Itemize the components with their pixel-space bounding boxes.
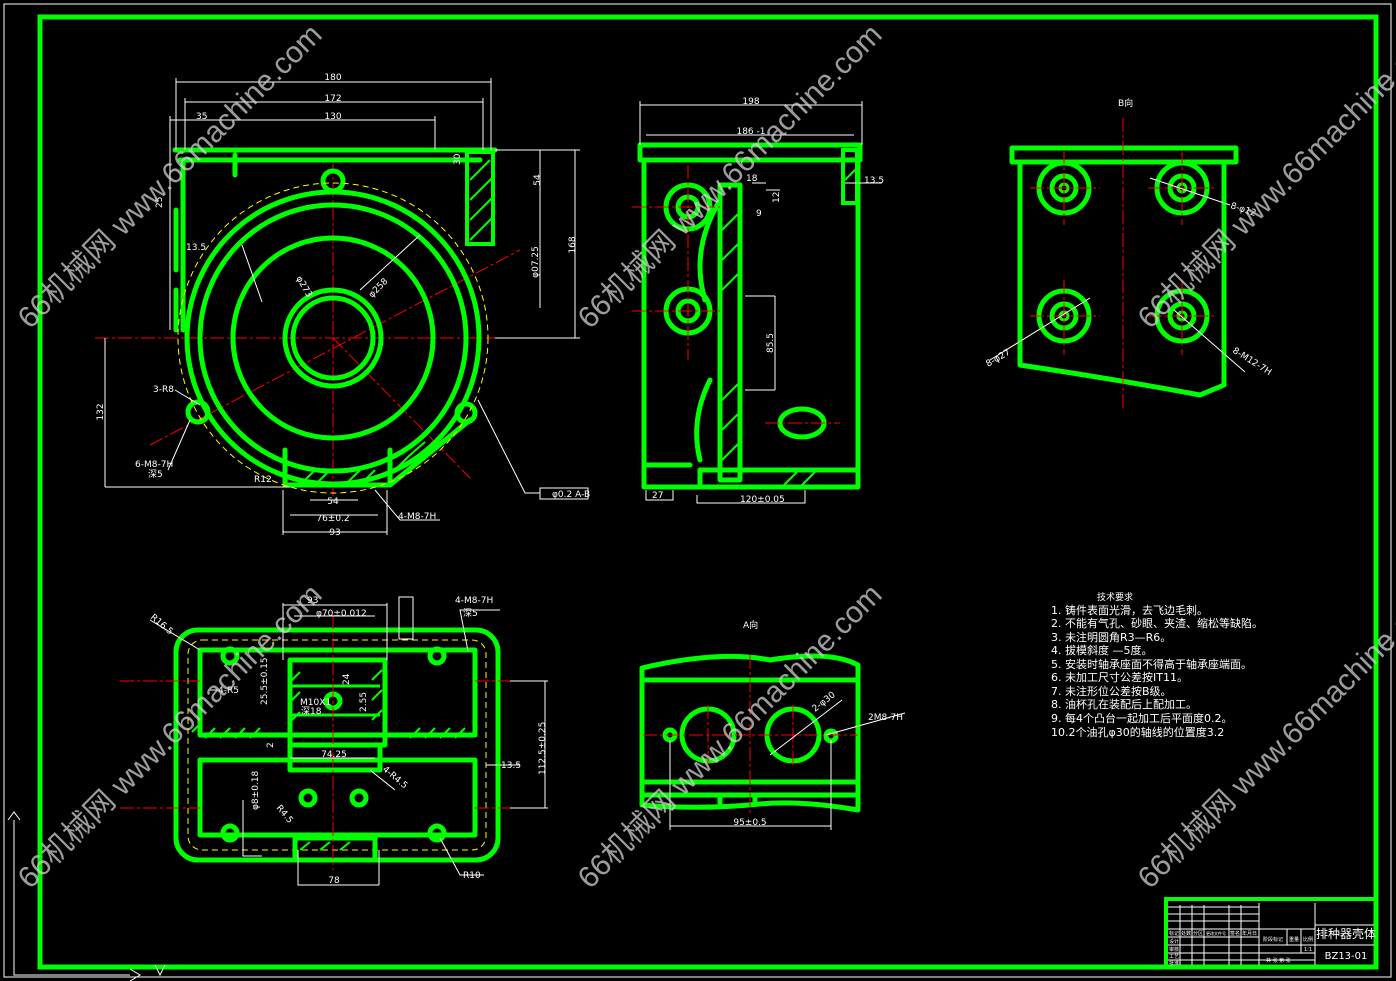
dim-30: 30 xyxy=(453,153,463,165)
dim-93-bottom: 93 xyxy=(307,596,318,606)
outer-frame xyxy=(3,3,1392,978)
tb-drawing-number: BZ13-01 xyxy=(1325,951,1368,962)
dim-2-55: 2.55 xyxy=(359,692,369,712)
tb-header-count: 处数 xyxy=(1181,930,1191,937)
dim-r16-5: R16.5 xyxy=(148,613,175,638)
tolerance-coaxiality: φ0.2 A-B xyxy=(552,490,590,500)
dim-120: 120±0.05 xyxy=(740,495,785,505)
tech-req-item: 1. 铸件表面光滑，去飞边毛刺。 xyxy=(1051,603,1208,617)
dim-6-m8-7h: 6-M8-7H xyxy=(135,460,173,470)
tb-scale-value: 1:1 xyxy=(1304,947,1312,953)
tb-stage: 阶段标记 xyxy=(1263,936,1283,943)
dim-2m8-7h: 2M8-7H xyxy=(868,713,903,723)
dim-78: 78 xyxy=(328,876,340,886)
dim-phi273: φ273 xyxy=(293,275,313,300)
tech-req-title: 技术要求 xyxy=(1097,591,1133,603)
tb-role-design: 设计 xyxy=(1169,938,1179,945)
dim-8-phi27: 8-φ27 xyxy=(985,348,1013,370)
dim-132: 132 xyxy=(96,403,106,420)
dim-4-r5: 4-R5 xyxy=(218,686,239,696)
dim-4-m8-7h: 4-M8-7H xyxy=(398,512,436,522)
dim-9: 9 xyxy=(756,209,762,219)
tb-scale: 比例 xyxy=(1303,936,1313,943)
tb-header-sign: 签名 xyxy=(1230,930,1240,937)
side-view: 198 186 -1 18 12 9 13.5 85.5 27 120±0.05 xyxy=(632,97,884,505)
tb-header-mark: 标记 xyxy=(1169,930,1179,937)
drawing-border xyxy=(37,14,1379,970)
tb-header-zone: 分区 xyxy=(1193,930,1203,937)
dim-74-25: 74.25 xyxy=(321,750,347,760)
dim-13-5: 13.5 xyxy=(186,243,206,253)
dim-r10: R10 xyxy=(463,871,481,881)
dim-r12: R12 xyxy=(254,475,272,485)
dim-54: 54 xyxy=(533,174,543,186)
watermark: 66机械网 www.66machine.com xyxy=(572,18,889,335)
dim-54-bottom: 54 xyxy=(327,497,339,507)
dim-168: 168 xyxy=(568,236,578,253)
tech-req-item: 7. 未注形位公差按B级。 xyxy=(1051,684,1172,698)
title-block: 标记 处数 分区 更改文件号 签名 年月日 设计 审核 工艺 批准 阶段标记 重… xyxy=(1164,897,1378,969)
tech-req-item: 3. 未注明圆角R3—R6。 xyxy=(1051,630,1171,644)
ucs-axis-icon xyxy=(7,811,166,981)
dim-m10x1: M10X1 xyxy=(300,698,331,708)
dim-13-5-side: 13.5 xyxy=(864,176,884,186)
a-view-label: A向 xyxy=(743,619,758,631)
dim-2: 2 xyxy=(266,742,276,748)
tb-part-name: 排种器壳体 xyxy=(1316,927,1376,941)
tech-req-item: 5. 安装时轴承座面不得高于轴承座端面。 xyxy=(1051,657,1252,671)
tech-req-item: 2. 不能有气孔、砂眼、夹渣、缩松等缺陷。 xyxy=(1051,616,1263,630)
dim-12: 12 xyxy=(772,192,782,203)
dim-198: 198 xyxy=(742,97,759,107)
dim-180: 180 xyxy=(324,73,341,83)
bottom-view: 93 φ70±0.012 R16.5 4-R5 25.5±0.15 M10X1 … xyxy=(120,596,548,886)
dim-25-5: 25.5±0.15 xyxy=(260,657,270,705)
dim-25: 25 xyxy=(155,197,165,208)
dim-130: 130 xyxy=(324,112,341,122)
dim-8-m12-7h: 8-M12-7H xyxy=(1230,346,1273,378)
tb-header-date: 年月日 xyxy=(1242,930,1257,937)
dim-186: 186 -1 xyxy=(736,127,765,137)
tb-sheets: 共 张 第 张 xyxy=(1266,957,1291,964)
dim-95: 95±0.5 xyxy=(733,818,766,828)
tb-header-change: 更改文件号 xyxy=(1206,930,1226,936)
dim-3-r8: 3-R8 xyxy=(153,385,174,395)
tb-role-review: 审核 xyxy=(1169,946,1179,953)
tb-weight: 重量 xyxy=(1289,936,1299,943)
front-view: 180 172 35 130 54 168 φ07.25 13.5 3-R8 6… xyxy=(95,73,590,538)
watermark: 66机械网 www.66machine.com xyxy=(1132,18,1396,335)
dim-112-5: 112.5±0.25 xyxy=(538,722,548,775)
dim-13-5-bottom: 13.5 xyxy=(501,761,521,771)
dim-172: 172 xyxy=(324,94,341,104)
dim-76: 76±0.2 xyxy=(316,514,349,524)
dim-35: 35 xyxy=(196,112,207,122)
dim-depth-5: 深5 xyxy=(148,469,163,480)
dim-18: 18 xyxy=(746,174,758,184)
watermark: 66机械网 www.66machine.com xyxy=(572,578,889,895)
tech-req-item: 6. 未加工尺寸公差按IT11。 xyxy=(1051,670,1188,684)
tech-req-item: 8. 油杯孔在装配后上配加工。 xyxy=(1051,697,1197,711)
technical-requirements: 技术要求 1. 铸件表面光滑，去飞边毛刺。 2. 不能有气孔、砂眼、夹渣、缩松等… xyxy=(1051,591,1263,739)
dim-2-phi30: 2-φ30 xyxy=(811,690,838,714)
dim-85-5: 85.5 xyxy=(766,333,776,353)
dim-depth-5-bottom: 深5 xyxy=(463,608,478,619)
dim-4-m8-7h-bottom: 4-M8-7H xyxy=(455,596,493,606)
dim-phi70: φ70±0.012 xyxy=(316,609,367,619)
tb-role-process: 工艺 xyxy=(1169,954,1179,960)
dim-4-r4-5: 4-R4.5 xyxy=(380,765,409,792)
dim-phi8: φ8±0.18 xyxy=(251,770,261,810)
dim-r4-5: R4.5 xyxy=(274,804,295,826)
tech-req-item: 10.2个油孔φ30的轴线的位置度3.2 xyxy=(1051,725,1224,739)
b-view-label: B向 xyxy=(1118,97,1133,109)
dim-phi07-25: φ07.25 xyxy=(531,246,541,278)
dim-depth-18: 深18 xyxy=(301,706,322,717)
dim-93: 93 xyxy=(329,528,340,538)
tech-req-item: 9. 每4个凸台一起加工后平面度0.2。 xyxy=(1051,711,1232,725)
tb-role-approve: 批准 xyxy=(1169,960,1179,967)
dim-24: 24 xyxy=(342,673,352,685)
tech-req-item: 4. 拔模斜度 —5度。 xyxy=(1051,643,1153,657)
dim-27: 27 xyxy=(652,491,663,501)
